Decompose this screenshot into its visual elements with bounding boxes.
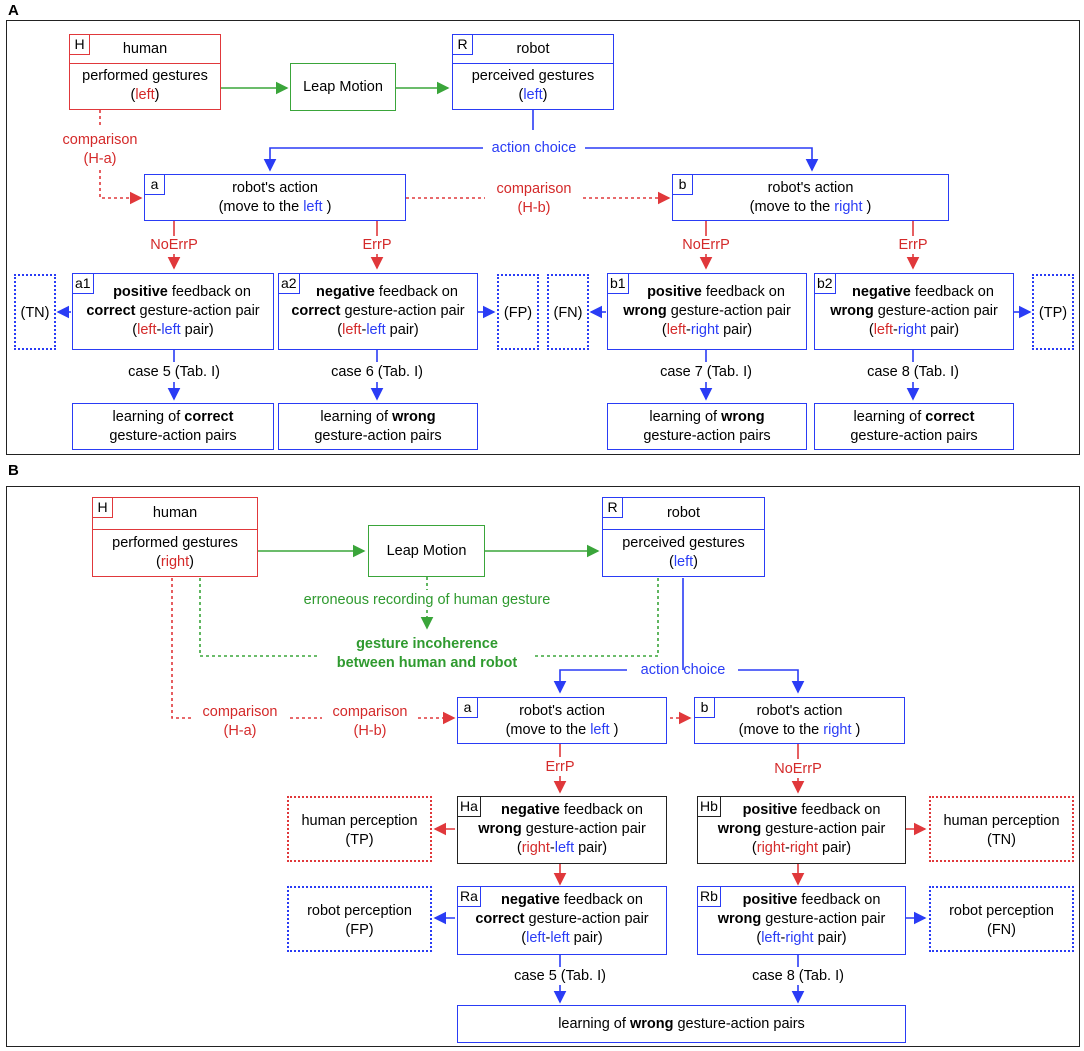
robot-box-b: R robot perceived gestures (left) <box>602 497 765 577</box>
errp-a2-label: ErrP <box>362 237 392 253</box>
robot-title-b: robot <box>666 505 701 521</box>
learning-b1-box: learning of wrong gesture-action pairs <box>607 403 807 450</box>
feedback-b1-box: b1 positive feedback on wrong gesture-ac… <box>607 273 807 350</box>
action-a-tag: a <box>145 175 165 195</box>
learning-b2-box: learning of correct gesture-action pairs <box>814 403 1014 450</box>
robot-line2: (left) <box>518 87 548 103</box>
human-title-b: human <box>152 505 198 521</box>
action-a-box: a robot's action (move to the left ) <box>144 174 406 221</box>
human-box: H human performed gestures (left) <box>69 34 221 110</box>
feedback-b2-box: b2 negative feedback on wrong gesture-ac… <box>814 273 1014 350</box>
leap-motion-box-b: Leap Motion <box>368 525 485 577</box>
feedback-hb-tag: Hb <box>698 797 721 817</box>
robot-line1-b: perceived gestures <box>622 535 745 551</box>
case5-a-label: case 5 (Tab. I) <box>128 364 220 380</box>
case8-b-label: case 8 (Tab. I) <box>752 968 844 984</box>
robot-tag: R <box>453 35 473 55</box>
action-choice-label: action choice <box>491 140 577 156</box>
robot-title: robot <box>516 41 550 57</box>
action-b-box: b robot's action (move to the right ) <box>672 174 949 221</box>
panel-b-frame <box>6 486 1080 1047</box>
panel-a-frame <box>6 20 1080 455</box>
tn-box: (TN) <box>14 274 56 350</box>
human-line1-b: performed gestures <box>112 535 238 551</box>
human-line1: performed gestures <box>82 68 208 84</box>
fp-box: (FP) <box>497 274 539 350</box>
action-a-box-b: a robot's action (move to the left ) <box>457 697 667 744</box>
human-tag: H <box>70 35 90 55</box>
human-box-b: H human performed gestures (right) <box>92 497 258 577</box>
feedback-b2-tag: b2 <box>815 274 836 294</box>
human-title: human <box>122 41 168 57</box>
feedback-ha-box: Ha negative feedback on wrong gesture-ac… <box>457 796 667 864</box>
feedback-rb-box: Rb positive feedback on wrong gesture-ac… <box>697 886 906 955</box>
feedback-b1-tag: b1 <box>608 274 629 294</box>
panel-a-label: A <box>8 2 19 19</box>
human-tag-b: H <box>93 498 113 518</box>
errp-label-b: ErrP <box>545 759 575 775</box>
human-line2: (left) <box>130 87 160 103</box>
panel-b-label: B <box>8 462 19 479</box>
action-b-tag-b: b <box>695 698 715 718</box>
human-line2-b: (right) <box>156 554 194 570</box>
noerrp-b1-label: NoErrP <box>682 237 730 253</box>
robot-perception-fp-box: robot perception(FP) <box>287 886 432 952</box>
feedback-hb-box: Hb positive feedback on wrong gesture-ac… <box>697 796 906 864</box>
comparison-ha-label-b: comparison(H-a) <box>202 704 278 739</box>
comparison-hb-label-b: comparison(H-b) <box>332 704 408 739</box>
feedback-ra-tag: Ra <box>458 887 481 907</box>
action-b-move: (move to the right ) <box>749 199 872 215</box>
learning-a1-box: learning of correct gesture-action pairs <box>72 403 274 450</box>
robot-tag-b: R <box>603 498 623 518</box>
tp-box: (TP) <box>1032 274 1074 350</box>
comparison-hb-label: comparison(H-b) <box>496 181 572 216</box>
case5-b-label: case 5 (Tab. I) <box>514 968 606 984</box>
feedback-a1-box: a1 positive feedback on correct gesture-… <box>72 273 274 350</box>
human-perception-tp-box: human perception(TP) <box>287 796 432 862</box>
robot-perception-fn-box: robot perception(FN) <box>929 886 1074 952</box>
action-a-title: robot's action <box>232 180 318 196</box>
learning-a2-box: learning of wrong gesture-action pairs <box>278 403 478 450</box>
robot-line1: perceived gestures <box>471 68 595 84</box>
feedback-rb-tag: Rb <box>698 887 721 907</box>
human-perception-tn-box: human perception(TN) <box>929 796 1074 862</box>
action-b-tag: b <box>673 175 693 195</box>
robot-box: R robot perceived gestures (left) <box>452 34 614 110</box>
case8-a-label: case 8 (Tab. I) <box>867 364 959 380</box>
errp-b2-label: ErrP <box>898 237 928 253</box>
case6-a-label: case 6 (Tab. I) <box>331 364 423 380</box>
action-a-tag-b: a <box>458 698 478 718</box>
feedback-a2-tag: a2 <box>279 274 300 294</box>
action-choice-label-b: action choice <box>640 662 726 678</box>
learning-wrong-box-b: learning of wrong gesture-action pairs <box>457 1005 906 1043</box>
feedback-ra-box: Ra negative feedback on correct gesture-… <box>457 886 667 955</box>
leap-motion-box: Leap Motion <box>290 63 396 111</box>
robot-line2-b: (left) <box>668 554 699 570</box>
feedback-ha-tag: Ha <box>458 797 481 817</box>
fn-box: (FN) <box>547 274 589 350</box>
feedback-a1-tag: a1 <box>73 274 94 294</box>
case7-a-label: case 7 (Tab. I) <box>660 364 752 380</box>
action-b-title: robot's action <box>767 180 854 196</box>
action-b-box-b: b robot's action (move to the right ) <box>694 697 905 744</box>
noerrp-a1-label: NoErrP <box>150 237 198 253</box>
noerrp-label-b: NoErrP <box>774 761 822 777</box>
comparison-ha-label: comparison(H-a) <box>62 132 138 167</box>
erroneous-recording-label: erroneous recording of human gesture <box>303 592 551 608</box>
feedback-a2-box: a2 negative feedback on correct gesture-… <box>278 273 478 350</box>
action-a-move: (move to the left ) <box>218 199 332 215</box>
